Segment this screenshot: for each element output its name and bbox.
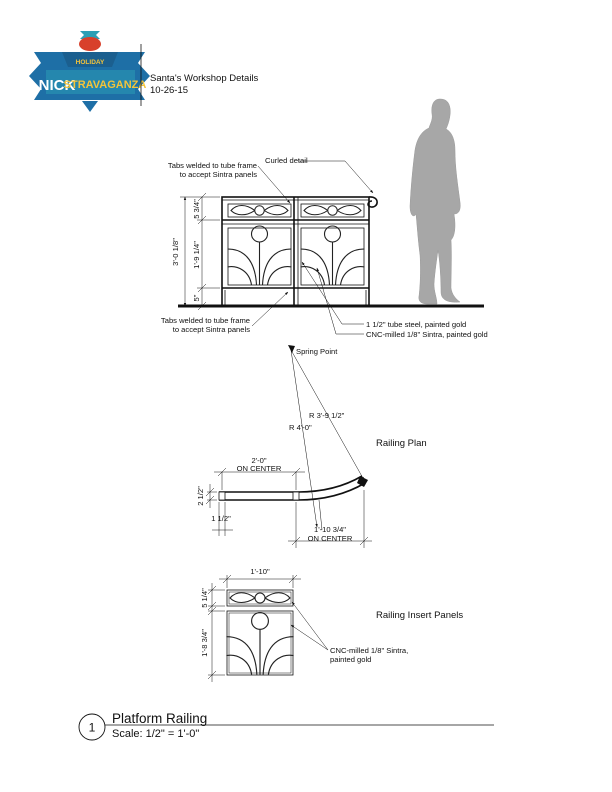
callout-tabs-bottom-2: to accept Sintra panels <box>173 325 250 334</box>
plan-title: Railing Plan <box>376 438 427 449</box>
logo-top-word: HOLIDAY <box>76 59 105 66</box>
ornament-ball-icon <box>79 37 101 51</box>
logo-name-right: STRAVAGANZA <box>64 79 147 91</box>
plan-dim-top-sub: ON CENTER <box>237 464 282 473</box>
callout-sintra: CNC-milled 1/8" Sintra, painted gold <box>366 330 488 339</box>
plan-dim-top: 2'-0" <box>251 456 266 465</box>
insert-dim-lower: 1'-8 3/4" <box>200 629 209 657</box>
insert-callout-2: painted gold <box>330 655 371 664</box>
ornament-cap-icon <box>80 31 100 39</box>
logo-name-left: NICK <box>39 77 76 94</box>
plan-dim-post: 1 1/2" <box>211 514 231 523</box>
callout-tabs-top-2: to accept Sintra panels <box>180 170 257 179</box>
title-block: 1 Platform Railing Scale: 1/2" = 1'-0" <box>78 711 494 741</box>
insert-callout-1: CNC-milled 1/8" Sintra, <box>330 646 408 655</box>
plan-dim-height: 2 1/2" <box>196 486 205 506</box>
plan-dim-bottom-sub: ON CENTER <box>308 534 353 543</box>
elevation-callouts: Tabs welded to tube frame to accept Sint… <box>161 156 488 339</box>
detail-title: Platform Railing <box>112 711 207 726</box>
detail-number: 1 <box>89 721 96 735</box>
holiday-nickstravaganza-logo: HOLIDAY NICK STRAVAGANZA <box>29 31 150 112</box>
dim-total-height: 3'-0 1/8" <box>171 238 180 266</box>
insert-title: Railing Insert Panels <box>376 610 463 621</box>
detail-number-bubble <box>78 713 106 741</box>
curled-detail <box>367 196 378 208</box>
dim-middle: 1'-9 1/4" <box>192 241 201 269</box>
plan-dim-bottom: 1'-10 3/4" <box>314 525 346 534</box>
insert-dim-width: 1'-10" <box>250 567 270 576</box>
spring-point-marker <box>288 345 295 353</box>
plan-radius-outer: R 4'-0" <box>289 423 312 432</box>
callout-tube-steel: 1 1/2" tube steel, painted gold <box>366 320 466 329</box>
railing-elevation <box>178 196 484 308</box>
elevation-dimensions: 3'-0 1/8" 5 3/4" 1'-9 1/4" 5" <box>171 192 220 311</box>
spring-point-label: Spring Point <box>296 347 338 356</box>
insert-dim-upper: 5 1/4" <box>200 588 209 608</box>
callout-curled: Curled detail <box>265 156 308 165</box>
railing-plan: Spring Point R 4'-0" R 3'-9 1/2" Railing… <box>196 345 427 548</box>
plan-radius-inner: R 3'-9 1/2" <box>309 411 345 420</box>
dim-upper: 5 3/4" <box>192 199 201 219</box>
callout-tabs-bottom-1: Tabs welded to tube frame <box>161 316 250 325</box>
person-silhouette <box>409 98 461 305</box>
header-date: 10-26-15 <box>150 85 188 96</box>
detail-scale: Scale: 1/2" = 1'-0" <box>112 728 199 740</box>
callout-tabs-top-1: Tabs welded to tube frame <box>168 161 257 170</box>
railing-insert-panels: 1'-10" 5 1/4" 1'-8 3/4" Railing Insert P… <box>200 567 463 682</box>
dim-lower: 5" <box>192 294 201 301</box>
header-title: Santa's Workshop Details <box>150 73 259 84</box>
